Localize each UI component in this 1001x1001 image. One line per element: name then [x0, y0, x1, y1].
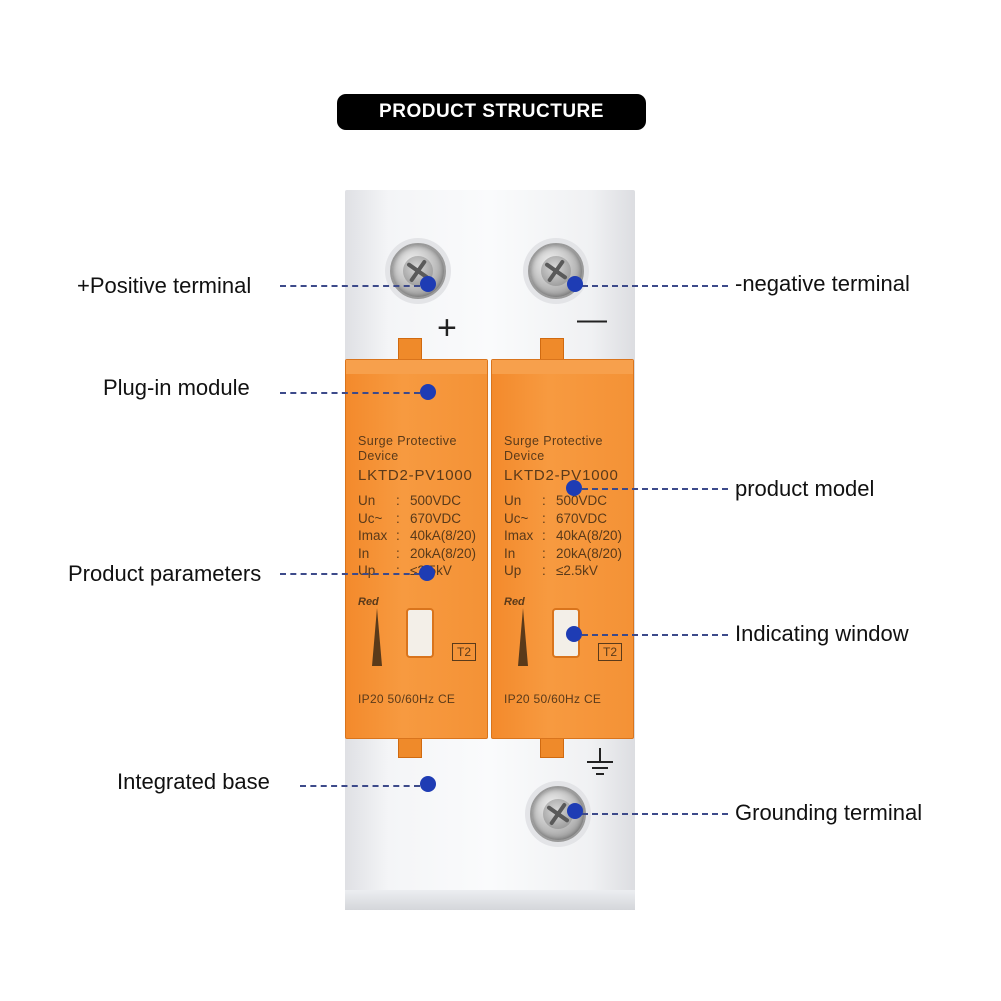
indicating-window	[406, 608, 434, 658]
callout-dot	[567, 276, 583, 292]
ground-symbol-icon	[587, 748, 613, 775]
callout-line	[280, 392, 420, 394]
device-base-edge	[345, 890, 635, 910]
module-name: Surge Protective Device	[504, 434, 603, 463]
callout-dot	[420, 776, 436, 792]
param-row: Un:500VDC	[358, 493, 462, 508]
positive-screw-icon	[390, 243, 446, 299]
module-model: LKTD2-PV1000	[504, 467, 619, 484]
label-positive-terminal: +Positive terminal	[77, 273, 252, 298]
module-model: LKTD2-PV1000	[358, 467, 473, 484]
module-name: Surge Protective Device	[358, 434, 457, 463]
minus-symbol: —	[577, 303, 607, 336]
callout-dot	[420, 384, 436, 400]
brand-logo: Red	[504, 596, 525, 608]
callout-dot	[567, 803, 583, 819]
module-tab	[540, 338, 564, 362]
title-banner: PRODUCT STRUCTURE	[337, 94, 646, 130]
callout-line	[582, 488, 728, 490]
callout-dot	[420, 276, 436, 292]
label-indicating-window: Indicating window	[735, 621, 909, 646]
callout-dot	[566, 626, 582, 642]
callout-dot	[419, 565, 435, 581]
param-row: Imax:40kA(8/20)	[358, 528, 477, 543]
param-row: Up:≤2.5kV	[504, 563, 598, 578]
rating-text: IP20 50/60Hz CE	[504, 692, 602, 706]
brand-logo: Red	[358, 596, 379, 608]
rating-text: IP20 50/60Hz CE	[358, 692, 456, 706]
plug-in-module-left: Surge Protective Device LKTD2-PV1000 Un:…	[345, 359, 488, 739]
wedge-icon	[372, 608, 382, 666]
param-row: In:20kA(8/20)	[358, 545, 477, 561]
callout-line	[582, 285, 728, 287]
label-plug-in-module: Plug-in module	[103, 375, 250, 400]
plus-symbol: +	[437, 309, 457, 347]
callout-line	[582, 634, 728, 636]
param-row: Uc~:670VDC	[358, 510, 462, 526]
plug-in-module-right: Surge Protective Device LKTD2-PV1000 Un:…	[491, 359, 634, 739]
label-integrated-base: Integrated base	[117, 769, 270, 794]
page-title: PRODUCT STRUCTURE	[379, 101, 604, 122]
callout-dot	[566, 480, 582, 496]
callout-line	[582, 813, 728, 815]
label-product-parameters: Product parameters	[68, 561, 262, 586]
wedge-icon	[518, 608, 528, 666]
module-params: Un:500VDC Uc~:670VDC Imax:40kA(8/20) In:…	[358, 492, 476, 580]
label-negative-terminal: -negative terminal	[735, 271, 910, 296]
param-row: Imax:40kA(8/20)	[504, 528, 623, 543]
callout-line	[280, 285, 420, 287]
type-badge: T2	[452, 643, 476, 661]
param-row: Un:500VDC	[504, 493, 608, 508]
param-row: In:20kA(8/20)	[504, 545, 623, 561]
param-row: Uc~:670VDC	[504, 510, 608, 526]
label-product-model: product model	[735, 476, 875, 501]
callout-line	[300, 785, 420, 787]
module-params: Un:500VDC Uc~:670VDC Imax:40kA(8/20) In:…	[504, 492, 622, 580]
callout-line	[280, 573, 420, 575]
label-grounding-terminal: Grounding terminal	[735, 800, 923, 825]
param-row: Up:≤2.5kV	[358, 563, 452, 578]
type-badge: T2	[598, 643, 622, 661]
